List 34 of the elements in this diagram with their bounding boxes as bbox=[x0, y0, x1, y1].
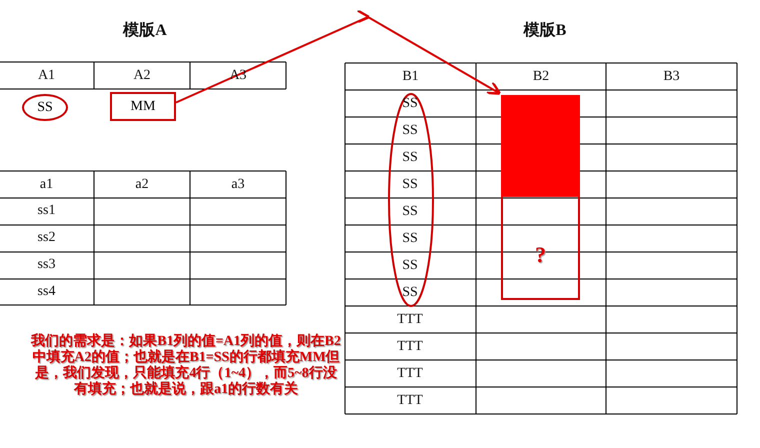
table-cell-text: TTT bbox=[396, 365, 424, 383]
table-cell-text: SS bbox=[401, 230, 419, 248]
note-text: 我们的需求是：如果B1列的值=A1列的值，则在B2中填充A2的值；也就是在B1=SS的行都填充MM但是，我们发现，只能填充4行（1~4），而5~8行没有填充；也就是说，跟a1的行数有关 bbox=[30, 334, 342, 398]
table-cell-text: ss4 bbox=[36, 283, 56, 301]
table-heading: 模版B bbox=[522, 20, 568, 41]
table-cell-text: SS bbox=[401, 149, 419, 167]
table-cell-text: TTT bbox=[396, 311, 424, 329]
table-cell-text: A2 bbox=[132, 67, 152, 85]
table-cell-text: SS bbox=[401, 203, 419, 221]
target-range-box bbox=[501, 95, 580, 300]
table-cell-text: SS bbox=[401, 122, 419, 140]
table-cell-text: B1 bbox=[401, 68, 420, 86]
arrow bbox=[176, 10, 501, 104]
table-cell-text: SS bbox=[401, 284, 419, 302]
table-cell-text: a1 bbox=[38, 176, 54, 194]
table-cell-text: B2 bbox=[532, 68, 550, 86]
table-heading: 模版A bbox=[122, 20, 168, 41]
table-cell-text: SS bbox=[401, 176, 419, 194]
cell-value: MM bbox=[130, 98, 156, 114]
table-cell-text: TTT bbox=[396, 392, 424, 410]
highlighted-cell-value bbox=[110, 92, 176, 121]
table-cell-text: ss3 bbox=[36, 256, 56, 274]
cell-value: SS bbox=[37, 100, 53, 116]
table-cell-text: B3 bbox=[662, 68, 681, 86]
table-cell-text: SS bbox=[401, 257, 419, 275]
circled-cell-value bbox=[22, 94, 68, 121]
table-cell-text: ss2 bbox=[36, 229, 56, 247]
table-cell-text: a2 bbox=[134, 176, 150, 194]
filled-bar bbox=[501, 95, 580, 197]
table-cell-text: SS bbox=[401, 95, 419, 113]
table-cell-text: a3 bbox=[230, 176, 246, 194]
table-cell-text: TTT bbox=[396, 338, 424, 356]
table-cell-text: ss1 bbox=[36, 202, 56, 220]
table-cell-text: A1 bbox=[36, 67, 56, 85]
